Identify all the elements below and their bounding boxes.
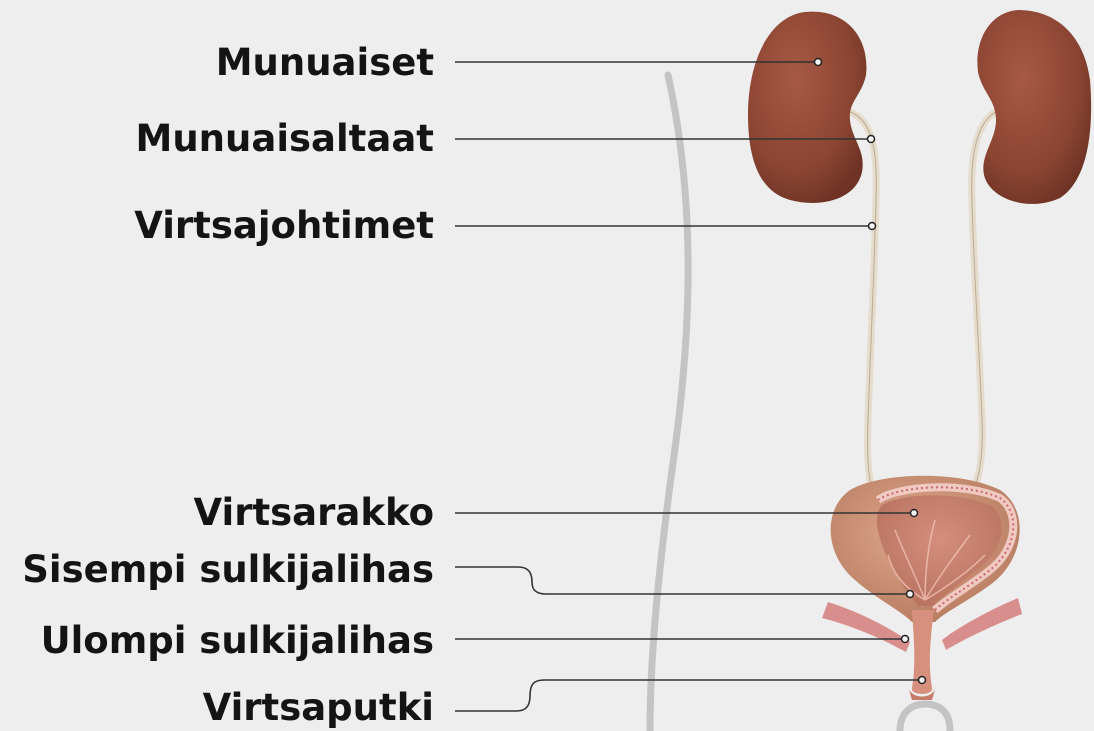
- label-renal-pelvis: Munuaisaltaat: [136, 120, 434, 157]
- label-bladder: Virtsarakko: [194, 494, 434, 531]
- label-kidneys: Munuaiset: [216, 44, 434, 81]
- label-ureters: Virtsajohtimet: [134, 207, 434, 244]
- dot-kidneys: [815, 59, 822, 66]
- label-urethra: Virtsaputki: [203, 689, 434, 726]
- label-external-sphincter: Ulompi sulkijalihas: [41, 622, 434, 659]
- leader-internal-sphincter: [455, 567, 910, 594]
- left-kidney: [748, 12, 866, 203]
- label-internal-sphincter: Sisempi sulkijalihas: [22, 551, 434, 588]
- dot-external-sphincter: [902, 636, 909, 643]
- dot-renal-pelvis: [868, 136, 875, 143]
- dot-ureters: [869, 223, 876, 230]
- body-outline: [650, 75, 688, 731]
- right-kidney: [977, 10, 1091, 204]
- leader-urethra: [455, 680, 922, 711]
- pelvic-ring: [900, 704, 950, 731]
- dot-urethra: [919, 677, 926, 684]
- dot-internal-sphincter: [907, 591, 914, 598]
- dot-bladder: [911, 510, 918, 517]
